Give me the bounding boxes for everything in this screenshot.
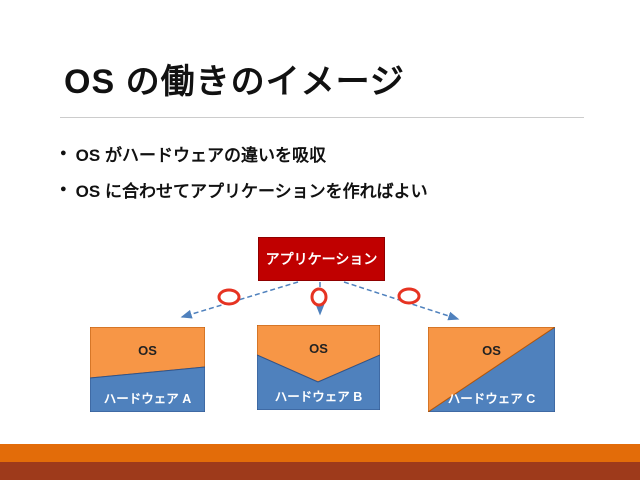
ok-circle-icon [217,288,241,306]
application-label: アプリケーション [265,251,378,267]
machine-box-a: OS ハードウェア A [90,327,205,412]
machine-c-shape [428,327,555,412]
ok-circle-icon [310,287,328,307]
application-box: アプリケーション [258,237,385,281]
title-divider [60,117,584,118]
arrow-right [343,281,460,321]
hw-layer [90,366,205,412]
hw-label: ハードウェア A [103,392,192,406]
bullet-marker-icon: ● [60,147,67,159]
bullet-item: ● OS に合わせてアプリケーションを作ればよい [60,177,428,202]
os-layer [428,327,555,412]
bullet-item: ● OS がハードウェアの違いを吸収 [60,141,428,166]
hw-label: ハードウェア B [274,390,363,404]
bullet-list: ● OS がハードウェアの違いを吸収 ● OS に合わせてアプリケーションを作れ… [60,141,428,213]
bullet-text: OS に合わせてアプリケーションを作ればよい [75,182,428,201]
machine-b-shape [257,325,380,410]
os-label: OS [482,343,501,358]
arrow-left [180,281,299,319]
footer-band-maroon [0,462,640,480]
machine-box-c: OS ハードウェア C [428,327,555,412]
page-title: OS の働きのイメージ [64,63,405,101]
machine-box-b: OS ハードウェア B [257,325,380,410]
bullet-text: OS がハードウェアの違いを吸収 [75,146,326,165]
os-label: OS [309,341,328,356]
footer-band-orange [0,444,640,462]
os-label: OS [138,343,157,358]
hw-label: ハードウェア C [447,392,536,406]
machine-a-shape [90,327,205,412]
os-layer [90,327,205,379]
hw-layer [257,354,380,410]
ok-circle-icon [397,287,421,305]
bullet-marker-icon: ● [60,183,67,195]
